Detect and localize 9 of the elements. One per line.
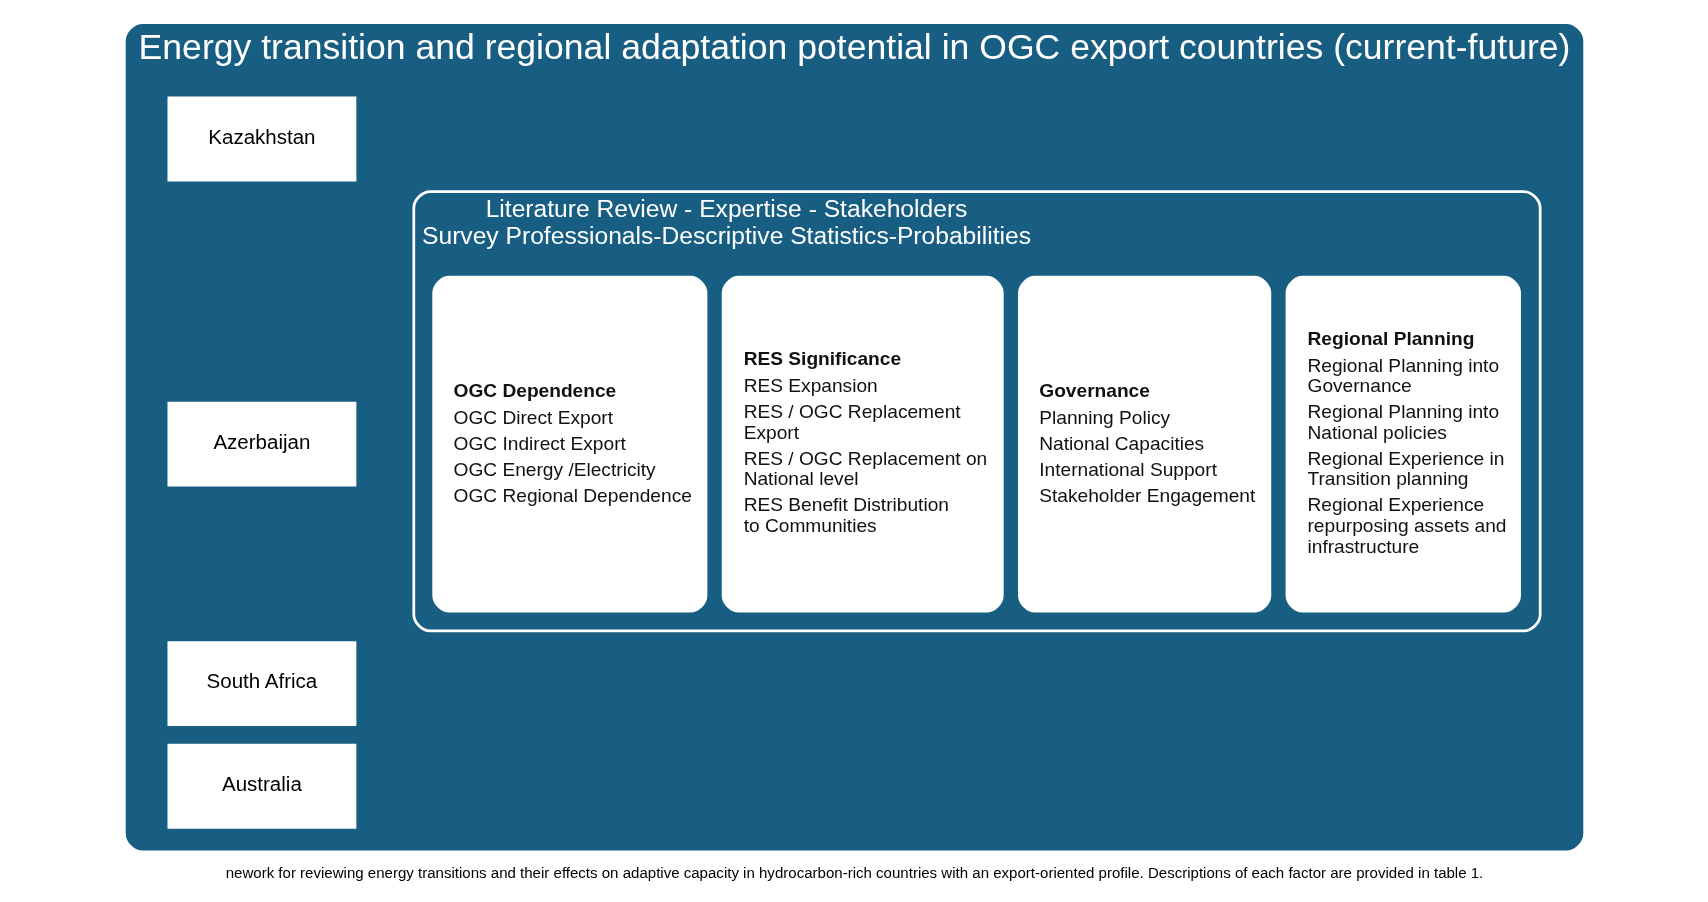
node-box: Governance Planning Policy National Capacities International Support Stakeholder Engagement [1017, 275, 1271, 613]
node-box: Australia [166, 743, 356, 829]
caption: nework for reviewing energy transitions and their effects on adaptive capacity in hydrocarbon-rich countries with an export-oriented profile. Descriptions of each factor are provided in table 1. [225, 864, 1483, 882]
node-box: Kazakhstan [166, 96, 356, 182]
node-box: RES Significance RES Expansion RES / OGC Replacement Export RES / OGC Replacement on National level RES Benefit Distribution to Communities [721, 275, 1004, 613]
node-box: Azerbaijan [166, 401, 356, 487]
node-box: South Africa [166, 641, 356, 727]
node-box: OGC Dependence OGC Direct Export OGC Indirect Export OGC Energy /Electricity OGC Regional Dependence [431, 275, 707, 613]
node-box: Regional Planning Regional Planning into Governance Regional Planning into National policies Regional Experience in Transition planning Regional Experience repurposing assets and infrastructure [1285, 275, 1521, 613]
